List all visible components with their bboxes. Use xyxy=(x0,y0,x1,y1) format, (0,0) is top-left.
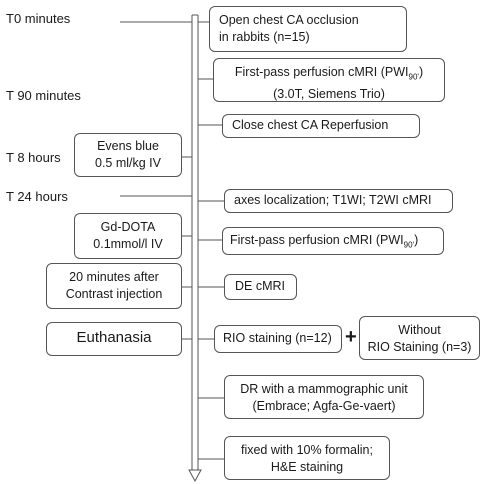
time-label-t90: T 90 minutes xyxy=(6,88,81,103)
perfusion-baseline-close: ) xyxy=(418,65,424,79)
gd-dota-line2: 0.1mmol/l IV xyxy=(93,237,163,251)
perfusion-baseline-sub: 90' xyxy=(408,72,419,82)
euthanasia-label: Euthanasia xyxy=(76,329,152,346)
rio-staining-box: RIO staining (n=12) xyxy=(214,325,342,353)
formalin-fixation-box: fixed with 10% formalin; H&E staining xyxy=(224,436,390,480)
euthanasia-box: Euthanasia xyxy=(46,322,182,356)
perfusion-baseline-line2: (3.0T, Siemens Trio) xyxy=(273,86,385,101)
rio-staining-label: RIO staining (n=12) xyxy=(223,331,332,345)
formalin-fixation-line1: fixed with 10% formalin; xyxy=(240,443,373,457)
formalin-fixation-line2: H&E staining xyxy=(270,460,344,474)
axes-localization-label: axes localization; T1WI; T2WI cMRI xyxy=(234,193,432,207)
occlusion-line2: in rabbits (n=15) xyxy=(219,30,310,44)
contrast-timing-line1: 20 minutes after xyxy=(69,270,159,284)
perfusion-baseline-box: First-pass perfusion cMRI (PWI90') (3.0T… xyxy=(213,58,445,102)
occlusion-line1: Open chest CA occlusion xyxy=(219,13,359,27)
plus-sign: + xyxy=(345,326,357,348)
evens-blue-line2: 0.5 ml/kg IV xyxy=(95,156,161,170)
time-label-t8h: T 8 hours xyxy=(6,150,61,165)
perfusion-followup-line: First-pass perfusion cMRI (PWI90') xyxy=(230,232,437,254)
perfusion-followup-box: First-pass perfusion cMRI (PWI90') xyxy=(222,227,444,255)
axes-localization-box: axes localization; T1WI; T2WI cMRI xyxy=(224,189,453,213)
gd-dota-box: Gd-DOTA 0.1mmol/l IV xyxy=(74,213,182,259)
time-label-t0: T0 minutes xyxy=(6,11,71,26)
perfusion-followup-sub: 90' xyxy=(403,240,415,250)
perfusion-baseline-line1: First-pass perfusion cMRI (PWI90') xyxy=(220,64,438,86)
dr-mammographic-line1: DR with a mammographic unit xyxy=(240,382,408,396)
without-staining-line2: RIO Staining (n=3) xyxy=(367,340,472,354)
evens-blue-line1: Evens blue xyxy=(97,139,159,153)
perfusion-followup-close: ) xyxy=(414,233,419,247)
reperfusion-box: Close chest CA Reperfusion xyxy=(222,114,420,138)
perfusion-baseline-main: First-pass perfusion cMRI (PWI xyxy=(234,65,409,79)
contrast-timing-line2: Contrast injection xyxy=(65,287,163,301)
timeline-arrowhead xyxy=(188,469,202,483)
de-cmri-label: DE cMRI xyxy=(235,279,285,293)
without-staining-box: Without RIO Staining (n=3) xyxy=(359,316,480,360)
reperfusion-label: Close chest CA Reperfusion xyxy=(232,118,389,132)
contrast-timing-box: 20 minutes after Contrast injection xyxy=(46,263,182,309)
gd-dota-line1: Gd-DOTA xyxy=(100,220,156,234)
dr-mammographic-line2: (Embrace; Agfa-Ge-vaert) xyxy=(252,399,396,413)
perfusion-followup-main: First-pass perfusion cMRI (PWI xyxy=(230,233,404,247)
dr-mammographic-box: DR with a mammographic unit (Embrace; Ag… xyxy=(224,375,424,419)
without-staining-line1: Without xyxy=(398,323,441,337)
time-label-t24h: T 24 hours xyxy=(6,189,68,204)
evens-blue-box: Evens blue 0.5 ml/kg IV xyxy=(74,133,182,177)
occlusion-box: Open chest CA occlusion in rabbits (n=15… xyxy=(209,6,407,52)
de-cmri-box: DE cMRI xyxy=(224,274,297,300)
